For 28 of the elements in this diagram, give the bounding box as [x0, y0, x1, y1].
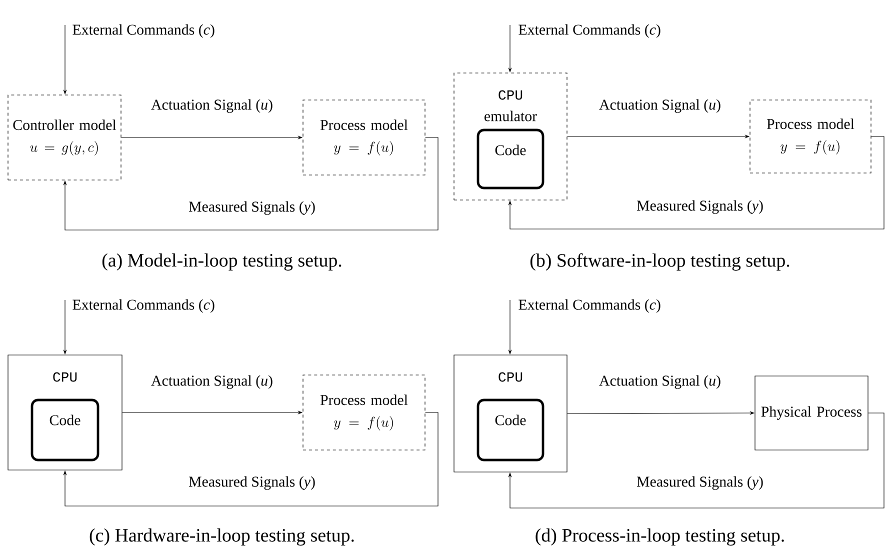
subfigure-caption: (c) Hardware-in-loop testing setup.: [90, 528, 354, 546]
input-text: External Commands (c): [72, 24, 214, 38]
process-box: Process model $y = f(u)$: [750, 100, 872, 174]
subfigure-caption: (a) Model-in-loop testing setup.: [102, 253, 342, 271]
subfigure-caption: (d) Process-in-loop testing setup.: [536, 528, 784, 546]
process-box: Process model $y = f(u)$: [302, 100, 426, 176]
input-text: External Commands (c): [72, 299, 214, 313]
edge-label: Measured Signals (y): [636, 199, 764, 215]
subfigure-caption: (b) Software-in-loop testing setup.: [530, 253, 790, 271]
edge-label: Measured Signals (y): [188, 475, 316, 491]
code-box: Code: [30, 398, 100, 462]
edge-label: Measured Signals (y): [636, 475, 764, 491]
edge-label: Actuation Signal (u): [598, 98, 722, 114]
arrow: [508, 412, 884, 508]
process-box: Physical Process: [754, 376, 868, 450]
process-box: Process model $y = f(u)$: [302, 374, 426, 450]
controller-box: Controller model $u = g(y,c)$: [8, 94, 122, 180]
input-text: External Commands (c): [518, 24, 660, 38]
edge-label: Measured Signals (y): [188, 200, 316, 216]
edge-label: Actuation Signal (u): [150, 98, 274, 114]
arrow: [63, 412, 438, 506]
edge-label: Actuation Signal (u): [150, 374, 274, 390]
arrow: [63, 137, 438, 230]
code-box: Code: [476, 398, 544, 462]
arrow: [508, 136, 884, 230]
code-box: Code: [476, 128, 544, 190]
input-text: External Commands (c): [518, 299, 660, 313]
edge-label: Actuation Signal (u): [598, 374, 722, 390]
